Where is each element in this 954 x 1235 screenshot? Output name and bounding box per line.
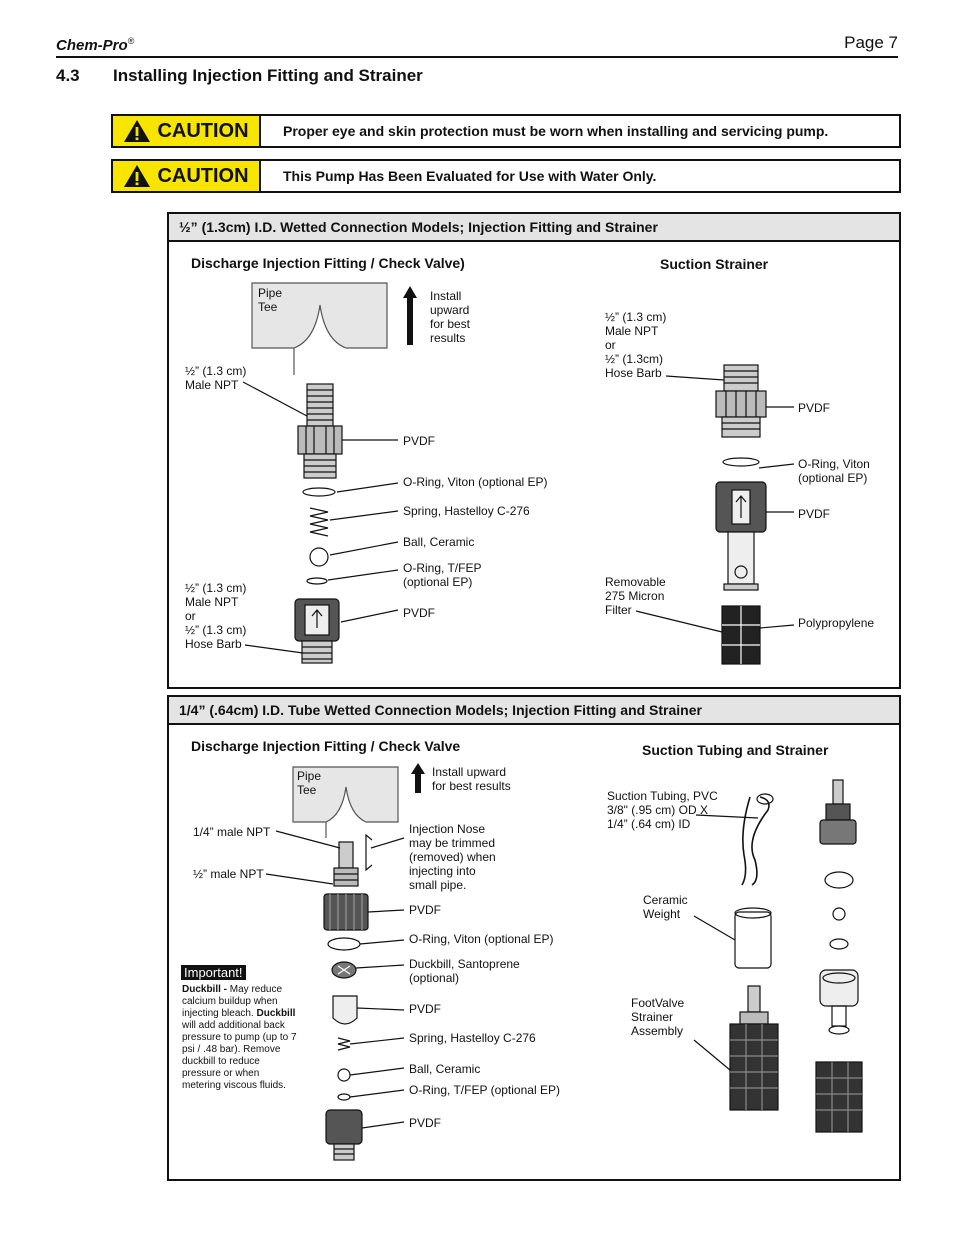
- pvdf-fitting-icon: [297, 383, 343, 479]
- suction-strainer-heading: Suction Strainer: [660, 256, 769, 272]
- caution-word: CAUTION: [157, 119, 249, 142]
- caution-tag: CAUTION: [113, 116, 261, 146]
- label-pvdf: PVDF: [409, 1116, 442, 1130]
- label-pipe-tee: Pipe Tee: [258, 286, 283, 314]
- o-ring-icon: [327, 937, 361, 951]
- brand-name: Chem-Pro: [56, 37, 128, 54]
- label-oring-tfep: O-Ring, T/FEP (optional EP): [403, 561, 482, 589]
- label-pipe-tee: Pipe Tee: [297, 769, 322, 797]
- barb-fitting-icon: [819, 779, 857, 845]
- o-ring-icon: [722, 457, 760, 467]
- strainer-housing-icon: [715, 481, 767, 591]
- caution-message: This Pump Has Been Evaluated for Use wit…: [283, 168, 657, 184]
- label-spring: Spring, Hastelloy C-276: [409, 1031, 536, 1045]
- panel-quarter-inch-models: 1/4” (.64cm) I.D. Tube Wetted Connection…: [167, 695, 901, 1181]
- brand-logo: Chem-Pro®: [56, 36, 134, 54]
- label-pvdf: PVDF: [409, 1002, 442, 1016]
- pvdf-base-icon: [325, 1109, 363, 1161]
- o-ring-icon: [824, 871, 854, 889]
- label-duckbill: Duckbill, Santoprene (optional): [409, 957, 520, 985]
- registered-mark: ®: [127, 36, 135, 46]
- label-ball: Ball, Ceramic: [403, 535, 475, 549]
- label-spring: Spring, Hastelloy C-276: [403, 504, 530, 518]
- label-male-or-barb: ½” (1.3 cm) Male NPT or ½” (1.3 cm) Hose…: [185, 581, 247, 651]
- label-filter: Removable 275 Micron Filter: [605, 575, 666, 617]
- caution-word: CAUTION: [157, 164, 249, 187]
- label-pvdf: PVDF: [403, 606, 436, 620]
- section-title-text: Installing Injection Fitting and Straine…: [113, 66, 423, 85]
- pipe-tee-icon: [292, 766, 399, 838]
- pvdf-housing-icon: [294, 598, 340, 664]
- panel-title: 1/4” (.64cm) I.D. Tube Wetted Connection…: [169, 697, 899, 725]
- warning-triangle-icon: [124, 120, 151, 142]
- label-suction-tubing: Suction Tubing, PVC 3/8" (.95 cm) OD X 1…: [607, 789, 718, 831]
- section-number: 4.3: [56, 66, 80, 85]
- important-tag: Important!: [181, 965, 246, 980]
- caution-box-water-only: CAUTION This Pump Has Been Evaluated for…: [111, 159, 901, 193]
- page-number: Page 7: [844, 33, 898, 52]
- o-ring-small-icon: [337, 1093, 351, 1101]
- pvdf-cup-icon: [332, 995, 358, 1025]
- label-injection-nose: Injection Nose may be trimmed (removed) …: [409, 822, 496, 892]
- strainer-fitting-icon: [715, 364, 767, 438]
- section-title: 4.3 Installing Injection Fitting and Stra…: [56, 66, 423, 86]
- pipe-tee-icon: [251, 282, 388, 375]
- label-footvalve: FootValve Strainer Assembly: [631, 996, 685, 1038]
- panel-title: ½” (1.3cm) I.D. Wetted Connection Models…: [169, 214, 899, 242]
- label-oring-viton: O-Ring, Viton (optional EP): [409, 932, 554, 946]
- label-pvdf: PVDF: [798, 401, 831, 415]
- ball-icon: [832, 907, 846, 921]
- discharge-heading: Discharge Injection Fitting / Check Valv…: [191, 738, 461, 754]
- valve-cage-icon: [819, 969, 859, 1035]
- label-pvdf: PVDF: [798, 507, 831, 521]
- important-note: Duckbill - May reduce calcium buildup wh…: [182, 984, 298, 1092]
- label-ceramic-weight: Ceramic Weight: [643, 893, 688, 921]
- duckbill-icon: [331, 961, 357, 979]
- label-male-npt: ½” (1.3 cm) Male NPT: [185, 364, 247, 392]
- label-polypropylene: Polypropylene: [798, 616, 875, 630]
- label-suction-oring: O-Ring, Viton (optional EP): [798, 457, 870, 485]
- suction-tubing-heading: Suction Tubing and Strainer: [642, 742, 829, 758]
- header-rule: [56, 56, 898, 58]
- label-quarter-npt: 1/4” male NPT: [193, 825, 271, 839]
- label-suction-male-or-barb: ½” (1.3 cm) Male NPT or ½” (1.3cm) Hose …: [605, 310, 667, 380]
- o-ring-small-icon: [306, 577, 328, 585]
- suction-tubing-icon: [741, 796, 770, 886]
- injection-nose-icon: [323, 841, 369, 931]
- filter-screen-icon: [721, 605, 761, 665]
- discharge-heading: Discharge Injection Fitting / Check Valv…: [191, 255, 465, 271]
- important-bold-2: Duckbill: [256, 1008, 296, 1019]
- important-text-2: will add additional back pressure to pum…: [182, 1020, 297, 1091]
- label-oring-tfep: O-Ring, T/FEP (optional EP): [409, 1083, 560, 1097]
- caution-box-eye-protection: CAUTION Proper eye and skin protection m…: [111, 114, 901, 148]
- o-ring-small-icon: [829, 938, 849, 950]
- footvalve-assembly-icon: [729, 985, 779, 1111]
- screen-cylinder-icon: [815, 1061, 863, 1133]
- label-pvdf: PVDF: [403, 434, 436, 448]
- important-bold-1: Duckbill -: [182, 984, 228, 995]
- caution-message: Proper eye and skin protection must be w…: [283, 123, 829, 139]
- ball-icon: [309, 547, 329, 567]
- weight-cylinder-icon: [734, 907, 772, 969]
- label-half-npt: ½” male NPT: [193, 867, 264, 881]
- o-ring-icon: [302, 487, 336, 497]
- label-install: Install upward for best results: [432, 765, 511, 793]
- caution-tag: CAUTION: [113, 161, 261, 191]
- warning-triangle-icon: [124, 165, 151, 187]
- label-oring-viton: O-Ring, Viton (optional EP): [403, 475, 548, 489]
- important-text-1: May reduce calcium buildup when injectin…: [182, 984, 283, 1019]
- label-ball: Ball, Ceramic: [409, 1062, 481, 1076]
- label-pvdf: PVDF: [409, 903, 442, 917]
- spring-icon: [309, 507, 329, 537]
- ball-icon: [337, 1068, 351, 1082]
- spring-icon: [337, 1037, 351, 1051]
- label-install: Install upward for best results: [430, 289, 471, 345]
